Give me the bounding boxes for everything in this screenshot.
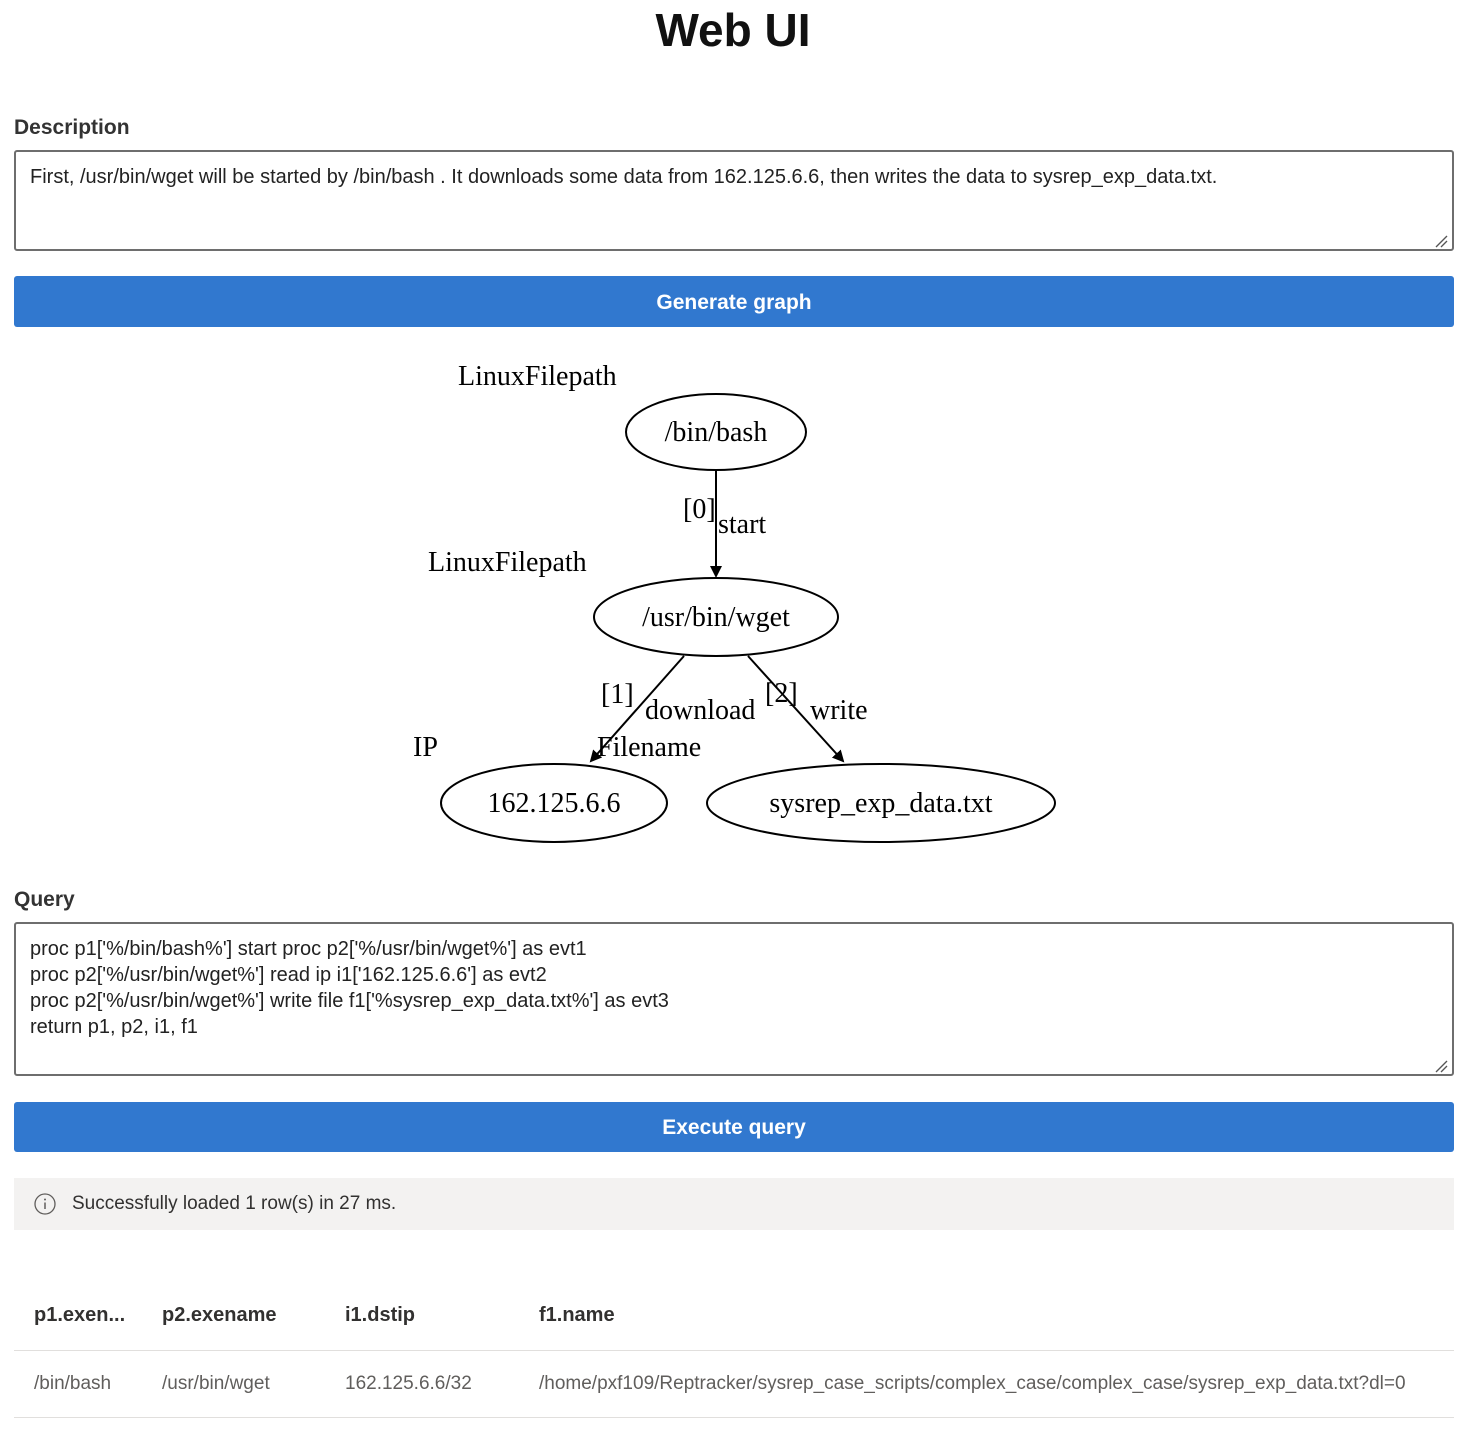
resize-grip-icon[interactable] (1434, 234, 1448, 248)
edge-index-label: [2] (765, 678, 798, 709)
node-type-label: Filename (597, 732, 701, 763)
column-header[interactable]: f1.name (519, 1280, 1454, 1351)
query-label: Query (14, 888, 75, 911)
table-row[interactable]: /bin/bash /usr/bin/wget 162.125.6.6/32 /… (14, 1350, 1454, 1418)
node-type-label: LinuxFilepath (458, 361, 617, 392)
column-header[interactable]: p1.exen... (14, 1280, 142, 1351)
node-type-label: IP (413, 732, 438, 763)
table-cell: /home/pxf109/Reptracker/sysrep_case_scri… (519, 1350, 1454, 1418)
node-label: 162.125.6.6 (488, 788, 621, 819)
node-label: sysrep_exp_data.txt (769, 788, 992, 819)
table-header-row: p1.exen... p2.exename i1.dstip f1.name (14, 1280, 1454, 1351)
table-cell: /usr/bin/wget (142, 1350, 325, 1418)
resize-grip-icon[interactable] (1434, 1059, 1448, 1073)
node-type-label: LinuxFilepath (428, 547, 587, 578)
node-wget[interactable] (593, 577, 839, 657)
table-cell: /bin/bash (14, 1350, 142, 1418)
node-bash[interactable] (625, 393, 807, 471)
description-label: Description (14, 116, 130, 139)
edge-label: start (718, 509, 766, 540)
edge-write (747, 655, 845, 763)
provenance-graph: /bin/bash /usr/bin/wget 162.125.6.6 sysr… (413, 361, 1056, 843)
page-title: Web UI (655, 4, 811, 56)
status-message-bar: Successfully loaded 1 row(s) in 27 ms. (14, 1178, 1454, 1230)
node-label: /usr/bin/wget (642, 602, 790, 633)
column-header[interactable]: i1.dstip (325, 1280, 519, 1351)
status-message: Successfully loaded 1 row(s) in 27 ms. (72, 1193, 397, 1214)
edge-label: download (645, 695, 755, 726)
node-file[interactable] (706, 763, 1056, 843)
info-icon (34, 1193, 56, 1215)
execute-query-button[interactable]: Execute query (14, 1102, 1454, 1152)
description-textarea[interactable]: First, /usr/bin/wget will be started by … (14, 150, 1454, 251)
node-label: /bin/bash (665, 417, 768, 448)
generate-graph-button[interactable]: Generate graph (14, 276, 1454, 327)
results-table: p1.exen... p2.exename i1.dstip f1.name /… (14, 1280, 1454, 1418)
edge-index-label: [1] (601, 679, 634, 710)
edge-label: write (810, 695, 868, 726)
column-header[interactable]: p2.exename (142, 1280, 325, 1351)
node-ip[interactable] (440, 763, 668, 843)
edge-index-label: [0] (683, 494, 716, 525)
table-cell: 162.125.6.6/32 (325, 1350, 519, 1418)
edge-download (589, 655, 685, 763)
query-textarea[interactable]: proc p1['%/bin/bash%'] start proc p2['%/… (14, 922, 1454, 1076)
